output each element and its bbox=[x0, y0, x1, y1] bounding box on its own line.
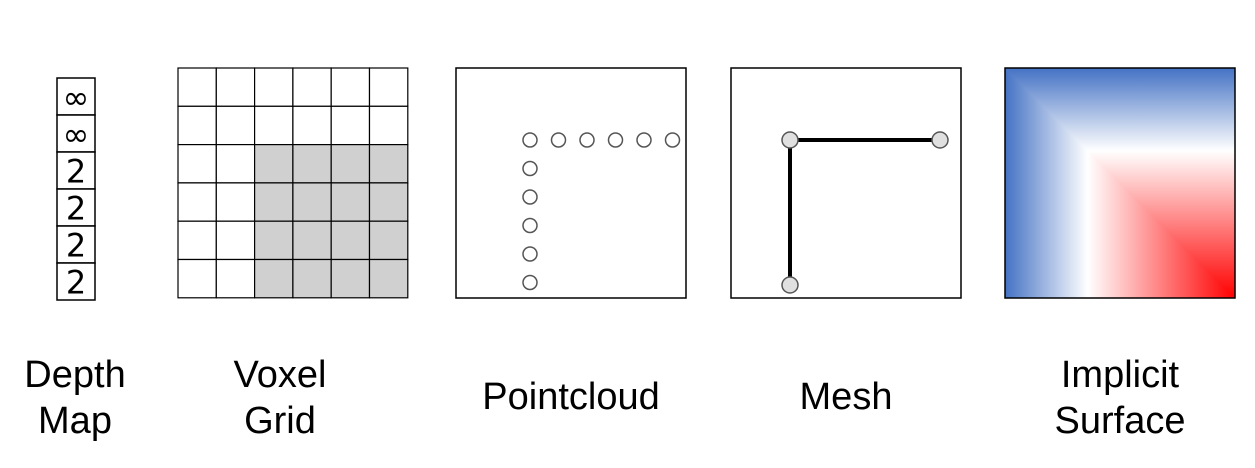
caption-mesh: Mesh bbox=[756, 374, 936, 420]
voxel-occupied bbox=[368, 220, 409, 261]
voxel-occupied bbox=[292, 258, 332, 299]
caption-pointcloud: Pointcloud bbox=[446, 374, 696, 420]
voxel-occupied bbox=[330, 182, 371, 222]
point bbox=[522, 274, 538, 291]
voxel-empty bbox=[177, 182, 217, 222]
caption-line: Mesh bbox=[799, 376, 893, 418]
voxel-empty bbox=[177, 220, 217, 261]
depth-value: ∞ bbox=[63, 79, 90, 117]
voxel-occupied bbox=[330, 144, 371, 184]
depth-cell-box bbox=[56, 262, 96, 301]
point bbox=[664, 132, 681, 148]
voxel-empty bbox=[215, 182, 256, 222]
depth-cell: 2 bbox=[56, 151, 96, 191]
caption-line: Grid bbox=[244, 400, 316, 442]
voxel-occupied bbox=[330, 258, 371, 299]
caption-line: Pointcloud bbox=[482, 376, 660, 418]
caption-line: Surface bbox=[1054, 400, 1186, 442]
voxel-empty bbox=[177, 67, 217, 107]
voxel-empty bbox=[215, 144, 256, 184]
mesh-vertex bbox=[781, 276, 799, 294]
depth-cell: 2 bbox=[56, 262, 96, 302]
point bbox=[579, 132, 595, 148]
voxel-occupied bbox=[330, 220, 371, 261]
voxel-empty bbox=[254, 67, 294, 107]
voxel-empty bbox=[292, 67, 332, 107]
depth-cell-box bbox=[56, 225, 96, 264]
implicit-frame bbox=[1004, 67, 1236, 299]
point bbox=[522, 132, 538, 148]
voxel-occupied bbox=[292, 144, 332, 184]
mesh-vertex bbox=[781, 131, 799, 149]
point bbox=[522, 160, 538, 177]
voxel-grid bbox=[177, 67, 409, 299]
point bbox=[550, 132, 567, 148]
voxel-occupied bbox=[254, 182, 294, 222]
caption-line: Depth bbox=[24, 354, 126, 396]
caption-line: Map bbox=[38, 400, 112, 442]
voxel-empty bbox=[330, 105, 371, 146]
mesh-panel bbox=[730, 67, 962, 299]
depth-value: 2 bbox=[66, 190, 86, 228]
voxel-occupied bbox=[368, 144, 409, 184]
pointcloud-panel bbox=[455, 67, 687, 299]
voxel-empty bbox=[368, 67, 409, 107]
point bbox=[636, 132, 652, 148]
depth-cell: 2 bbox=[56, 188, 96, 228]
depth-value: 2 bbox=[66, 264, 86, 302]
depth-value: 2 bbox=[66, 227, 86, 265]
voxel-empty bbox=[177, 105, 217, 146]
voxel-empty bbox=[215, 67, 256, 107]
caption-implicit-surface: Implicit Surface bbox=[1020, 352, 1220, 444]
depth-cell-box bbox=[56, 114, 96, 153]
point bbox=[522, 189, 538, 205]
voxel-empty bbox=[177, 144, 217, 184]
voxel-occupied bbox=[254, 220, 294, 261]
voxel-occupied bbox=[368, 182, 409, 222]
caption-line: Voxel bbox=[233, 354, 327, 396]
depth-value: 2 bbox=[66, 153, 86, 191]
depth-cell: 2 bbox=[56, 225, 96, 265]
depth-cell: ∞ bbox=[56, 77, 96, 117]
voxel-empty bbox=[368, 105, 409, 146]
voxel-empty bbox=[254, 105, 294, 146]
voxel-empty bbox=[292, 105, 332, 146]
voxel-empty bbox=[215, 220, 256, 261]
mesh-frame bbox=[730, 67, 962, 299]
voxel-occupied bbox=[292, 182, 332, 222]
voxel-occupied bbox=[368, 258, 409, 299]
depth-value: ∞ bbox=[63, 116, 90, 154]
voxel-empty bbox=[177, 258, 217, 299]
depth-cell-box bbox=[56, 151, 96, 190]
mesh-vertex bbox=[931, 131, 949, 149]
voxel-empty bbox=[215, 105, 256, 146]
voxel-empty bbox=[330, 67, 371, 107]
voxel-occupied bbox=[254, 144, 294, 184]
caption-depth-map: Depth Map bbox=[10, 352, 140, 444]
voxel-occupied bbox=[292, 220, 332, 261]
depth-cell: ∞ bbox=[56, 114, 96, 154]
voxel-occupied bbox=[254, 258, 294, 299]
point bbox=[522, 246, 538, 262]
caption-line: Implicit bbox=[1060, 354, 1180, 396]
point bbox=[607, 132, 624, 148]
point bbox=[522, 217, 538, 234]
caption-voxel-grid: Voxel Grid bbox=[215, 352, 345, 444]
voxel-empty bbox=[215, 258, 256, 299]
pointcloud-frame bbox=[455, 67, 687, 299]
implicit-surface-panel bbox=[1004, 67, 1236, 299]
